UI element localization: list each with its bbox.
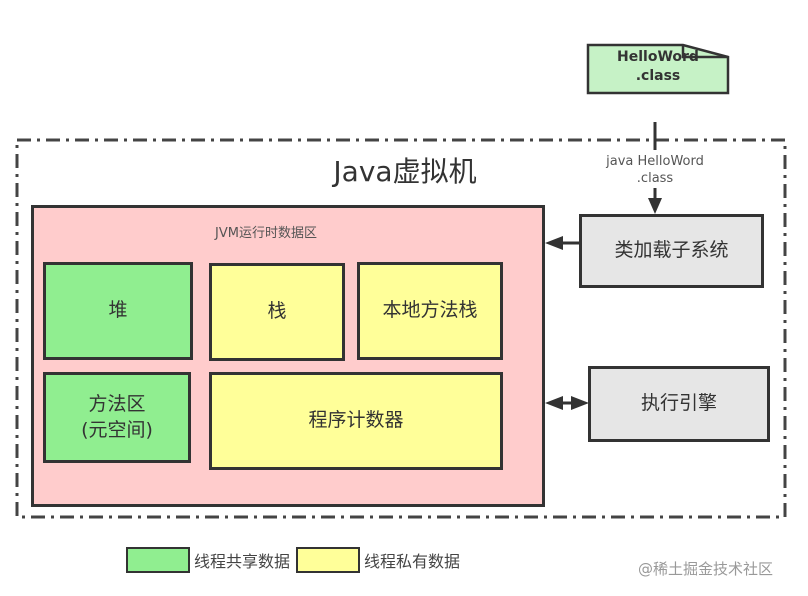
jvm-frame	[15, 138, 787, 519]
native-stack-box: 本地方法栈	[357, 262, 503, 360]
native-stack-label: 本地方法栈	[382, 299, 478, 322]
pc-register-box: 程序计数器	[209, 372, 503, 470]
heap-box: 堆	[43, 262, 193, 360]
execution-engine-label: 执行引擎	[640, 392, 717, 415]
stack-label: 栈	[267, 300, 287, 323]
legend: 线程共享数据 线程私有数据	[126, 545, 460, 575]
legend-label-private: 线程私有数据	[364, 552, 461, 571]
pc-register-label: 程序计数器	[308, 409, 404, 432]
legend-swatch-shared	[126, 547, 190, 573]
engine-runtime-arrow-right	[571, 396, 589, 410]
loader-to-runtime-arrow	[545, 236, 563, 250]
class-file-name: HelloWord	[617, 49, 699, 65]
metaspace-label: (元空间)	[81, 418, 153, 441]
class-file-ext: .class	[635, 68, 681, 84]
class-file-fold	[681, 45, 728, 59]
class-loader-box: 类加载子系统	[579, 214, 764, 288]
legend-label-shared: 线程共享数据	[194, 552, 291, 571]
execution-engine-box: 执行引擎	[588, 366, 770, 442]
jvm-title: Java虚拟机	[333, 155, 477, 188]
stack-box: 栈	[209, 263, 345, 361]
heap-label: 堆	[108, 299, 128, 322]
command-line1: java HelloWord	[606, 154, 704, 169]
engine-runtime-arrow-left	[545, 396, 563, 410]
class-file: HelloWord .class	[588, 48, 728, 86]
watermark: @稀土掘金技术社区	[638, 560, 774, 578]
load-arrow-head	[648, 198, 662, 214]
legend-swatch-private	[296, 547, 361, 573]
method-area-box: 方法区 (元空间)	[43, 372, 191, 463]
method-area-label: 方法区	[88, 392, 146, 415]
class-loader-label: 类加载子系统	[614, 239, 729, 262]
command-line2: .class	[636, 171, 674, 186]
command-label: java HelloWord .class	[590, 153, 720, 187]
runtime-area-title: JVM运行时数据区	[215, 226, 317, 241]
